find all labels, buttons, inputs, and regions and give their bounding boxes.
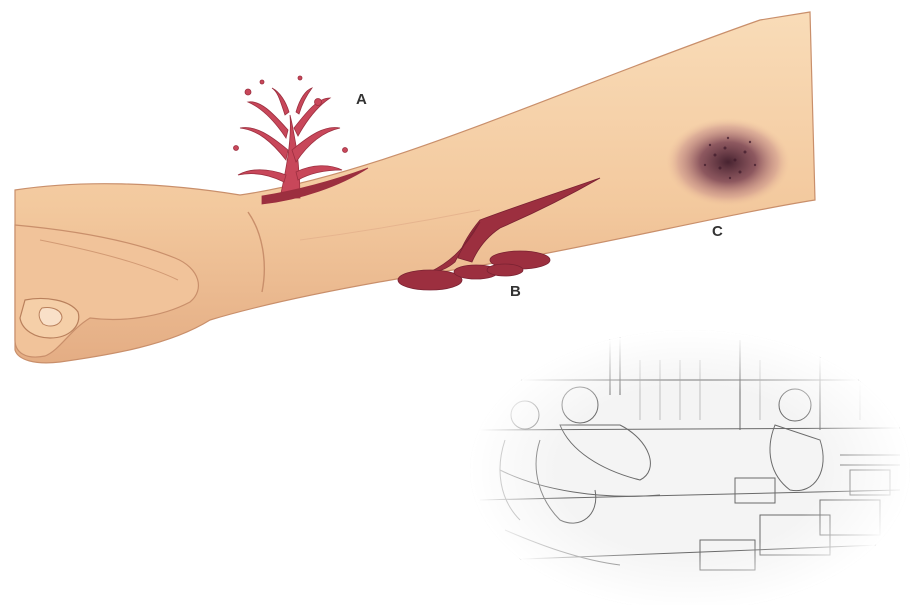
bruise: [666, 118, 790, 206]
label-a: A: [356, 91, 367, 108]
label-c: C: [712, 223, 723, 240]
label-b: B: [510, 283, 521, 300]
sketch-vignette: [470, 330, 910, 605]
arm-illustration: A B C: [15, 12, 815, 363]
